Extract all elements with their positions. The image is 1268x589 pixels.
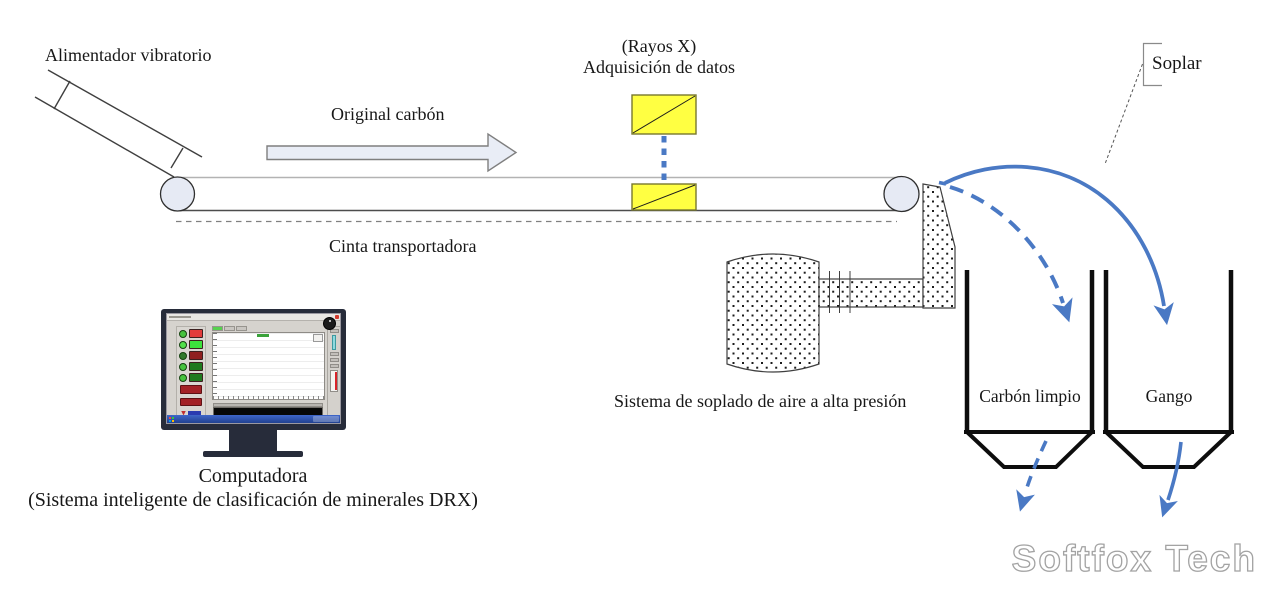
monitor-window-titlebar (167, 314, 340, 321)
chart-status-text-placeholder (257, 334, 269, 337)
chart-tab (236, 326, 247, 331)
monitor-chart-tabs (212, 326, 247, 332)
settings-widget (329, 364, 339, 368)
control-button (189, 329, 203, 338)
chart-tool-button (313, 334, 323, 342)
gangue-bin-label: Gango (1145, 386, 1193, 406)
close-icon (335, 315, 339, 319)
chart-x-axis (213, 396, 324, 399)
blow-label: Soplar (1152, 53, 1202, 74)
monitor-knob-icon (323, 317, 336, 330)
status-led-icon (179, 362, 187, 371)
air-system-label: Sistema de soplado de aire a alta presió… (614, 391, 907, 411)
xray-detector-box (631, 183, 697, 211)
monitor-stand-neck (229, 429, 277, 452)
original-coal-label: Original carbón (331, 104, 445, 124)
monitor-settings-panel (327, 326, 340, 423)
monitor-control-row (179, 362, 203, 371)
settings-widget (329, 352, 339, 356)
conveyor-label: Cinta transportadora (329, 236, 477, 256)
gangue-bin (1103, 270, 1234, 469)
red-level-gauge (330, 370, 338, 392)
belt-roller-left (159, 176, 196, 212)
air-tank (726, 253, 820, 373)
watermark: Softfox Tech (1011, 537, 1257, 579)
chart-tab (212, 326, 223, 331)
control-button (189, 340, 203, 349)
computer-label: Computadora (Sistema inteligente de clas… (10, 464, 496, 512)
computer-monitor (161, 309, 346, 430)
taskbar-tray (313, 416, 339, 422)
trajectory-clean-coal (949, 185, 1073, 323)
air-pipe-flange-lines (829, 271, 851, 313)
air-nozzle (922, 183, 956, 309)
gauge-needle (335, 372, 337, 390)
monitor-screen (166, 313, 341, 424)
monitor-control-row (179, 351, 203, 360)
xray-label-line1: (Rayos X) (621, 36, 697, 56)
status-led-icon (179, 340, 187, 349)
status-led-icon (179, 373, 187, 382)
gangue-outlet-arrow (1159, 441, 1183, 518)
computer-label-line1: Computadora (198, 465, 308, 487)
software-logo (179, 410, 203, 416)
settings-widget (329, 329, 339, 333)
flow-start-dot (938, 180, 947, 186)
chart-plot-area (212, 332, 325, 400)
cyan-slider (332, 335, 336, 350)
vibrating-feeder (34, 69, 203, 178)
wide-red-button (180, 385, 202, 394)
xray-label-line2: Adquisición de datos (583, 56, 735, 77)
start-button-icon (169, 417, 171, 419)
spectrum-panel-header (213, 403, 323, 407)
trajectory-gangue (944, 164, 1174, 326)
coal-flow-block-arrow (266, 132, 518, 173)
chart-tab (224, 326, 235, 331)
wide-red-button (180, 397, 202, 407)
xray-source-box (631, 94, 697, 135)
logo-text-placeholder (188, 411, 201, 416)
blow-label-bracket (1142, 42, 1162, 87)
clean-coal-bin-label: Carbón limpio (979, 386, 1081, 406)
control-button (189, 373, 203, 382)
computer-label-line2: (Sistema inteligente de clasificación de… (28, 489, 478, 511)
monitor-stand-base (203, 451, 303, 457)
monitor-window-title-placeholder (169, 316, 191, 318)
belt-roller-right (883, 175, 920, 213)
monitor-trend-chart (212, 326, 325, 400)
monitor-control-row (179, 340, 203, 349)
clean-coal-bin (964, 270, 1095, 469)
control-button (189, 362, 203, 371)
control-button (189, 351, 203, 360)
logo-mark-icon (181, 410, 186, 416)
monitor-taskbar (167, 415, 340, 423)
air-pipe (818, 278, 924, 308)
monitor-control-panel (176, 326, 206, 419)
status-led-icon (179, 329, 187, 338)
monitor-control-row (179, 373, 203, 382)
xray-label: (Rayos X) Adquisición de datos (553, 36, 765, 77)
feeder-label: Alimentador vibratorio (45, 45, 212, 65)
status-led-icon (179, 351, 187, 360)
clean-coal-outlet-arrow (1016, 440, 1048, 512)
chart-y-axis (213, 333, 217, 399)
blow-leader-line (1104, 63, 1143, 165)
monitor-control-row (179, 329, 203, 338)
settings-widget (329, 358, 339, 362)
